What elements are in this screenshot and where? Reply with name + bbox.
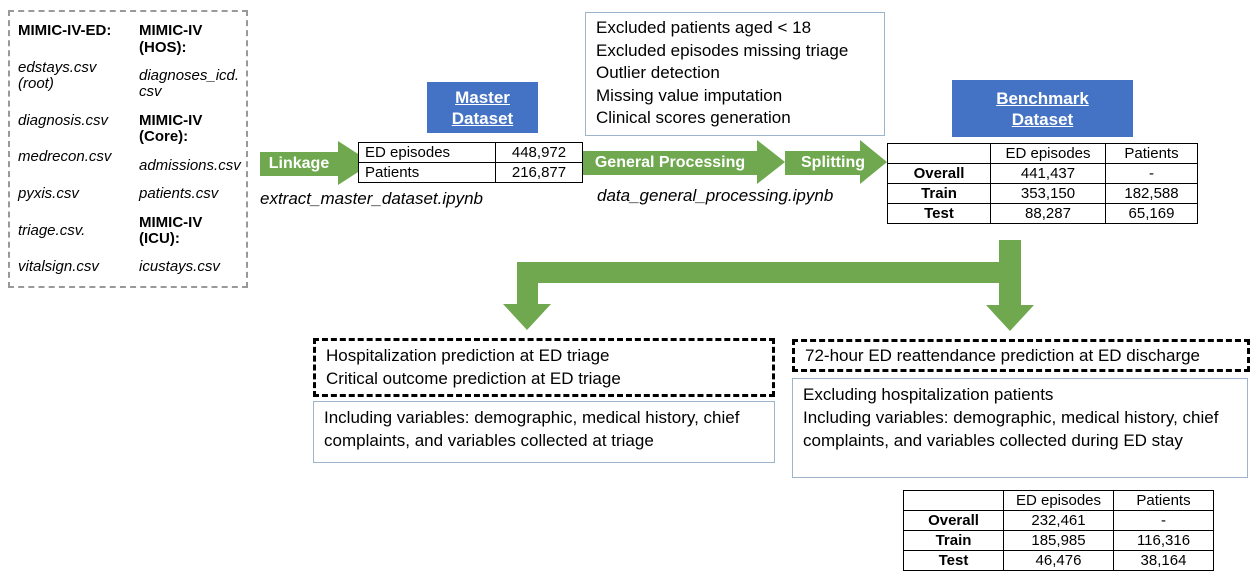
source-files-box: MIMIC-IV-ED: edstays.csv (root) diagnosi… bbox=[8, 10, 248, 288]
processing-step-line: Missing value imputation bbox=[596, 85, 783, 105]
triage-task-line: Hospitalization prediction at ED triage bbox=[326, 346, 610, 365]
file-patients: patients.csv bbox=[139, 185, 219, 203]
benchmark-header-patients: Patients bbox=[1105, 143, 1198, 164]
processing-step-line: Clinical scores generation bbox=[596, 108, 791, 127]
benchmark-header-ed-episodes: ED episodes bbox=[990, 143, 1106, 164]
table-row: ED episodes 448,972 bbox=[358, 142, 583, 163]
benchmark-test-episodes: 88,287 bbox=[990, 203, 1106, 224]
split-arrow-left-stem bbox=[517, 262, 538, 306]
reattendance-row-label-test: Test bbox=[903, 550, 1004, 571]
table-row: Patients 216,877 bbox=[358, 162, 583, 183]
reattendance-test-episodes: 46,476 bbox=[1003, 550, 1114, 571]
source-files-column-hosp: MIMIC-IV (HOS): diagnoses_icd.csv MIMIC-… bbox=[139, 22, 242, 276]
processing-step-line: Outlier detection bbox=[596, 63, 720, 82]
group-label-mimic-iv-core: MIMIC-IV (Core): bbox=[139, 111, 203, 146]
table-row: Overall 441,437 - bbox=[887, 163, 1198, 184]
reattendance-overall-episodes: 232,461 bbox=[1003, 510, 1114, 531]
reattendance-variables-box: Excluding hospitalization patients Inclu… bbox=[792, 378, 1248, 478]
benchmark-train-episodes: 353,150 bbox=[990, 183, 1106, 204]
linkage-arrow: Linkage bbox=[260, 141, 372, 185]
reattendance-header-patients: Patients bbox=[1113, 490, 1214, 511]
processing-steps-box: Excluded patients aged < 18 Excluded epi… bbox=[585, 12, 885, 136]
reattendance-dataset-table: ED episodes Patients Overall 232,461 - T… bbox=[903, 490, 1214, 571]
group-label-mimic-iv-hos: MIMIC-IV (HOS): bbox=[139, 22, 203, 56]
benchmark-row-label-test: Test bbox=[887, 203, 991, 224]
reattendance-row-label-train: Train bbox=[903, 530, 1004, 551]
general-processing-arrow-head-icon bbox=[757, 140, 785, 184]
processing-step-line: Excluded episodes missing triage bbox=[596, 40, 849, 60]
group-label-mimic-iv-icu: MIMIC-IV (ICU): bbox=[139, 213, 203, 248]
linkage-arrow-label: Linkage bbox=[268, 155, 330, 172]
processing-step-line: Excluded patients aged < 18 bbox=[596, 18, 812, 37]
benchmark-dataset-box: Benchmark Dataset bbox=[952, 80, 1133, 137]
benchmark-row-label-train: Train bbox=[887, 183, 991, 204]
file-admissions: admissions.csv bbox=[139, 156, 241, 174]
splitting-arrow-head-icon bbox=[860, 140, 887, 184]
file-vitalsign: vitalsign.csv bbox=[18, 258, 99, 276]
reattendance-variables-line: Including variables: demographic, medica… bbox=[803, 408, 1219, 450]
reattendance-task-box: 72-hour ED reattendance prediction at ED… bbox=[792, 339, 1250, 372]
file-medrecon: medrecon.csv bbox=[18, 148, 112, 166]
master-dataset-title: Master Dataset bbox=[451, 87, 514, 128]
down-arrow-head-left-icon bbox=[503, 304, 551, 330]
master-table-label-patients: Patients bbox=[358, 162, 496, 183]
file-diagnosis: diagnosis.csv bbox=[18, 111, 109, 129]
benchmark-dataset-title: Benchmark Dataset bbox=[996, 88, 1089, 129]
master-table-label-ed-episodes: ED episodes bbox=[358, 142, 496, 163]
master-table-value-patients: 216,877 bbox=[495, 162, 583, 183]
reattendance-header-ed-episodes: ED episodes bbox=[1003, 490, 1114, 511]
processing-script-label: data_general_processing.ipynb bbox=[597, 186, 834, 205]
table-row: Test 88,287 65,169 bbox=[887, 203, 1198, 224]
down-arrow-head-right-icon bbox=[986, 305, 1034, 331]
linkage-arrow-body bbox=[260, 152, 338, 176]
triage-task-box: Hospitalization prediction at ED triage … bbox=[313, 338, 775, 397]
splitting-arrow: Splitting bbox=[785, 140, 887, 184]
table-row: Test 46,476 38,164 bbox=[903, 550, 1214, 571]
extract-script-label: extract_master_dataset.ipynb bbox=[260, 189, 484, 208]
benchmark-dataset-table: ED episodes Patients Overall 441,437 - T… bbox=[887, 143, 1198, 224]
general-processing-arrow: General Processing bbox=[583, 140, 785, 184]
benchmark-overall-patients: - bbox=[1105, 163, 1198, 184]
general-processing-arrow-label: General Processing bbox=[594, 154, 746, 171]
splitting-arrow-body bbox=[785, 151, 860, 175]
master-table-value-ed-episodes: 448,972 bbox=[495, 142, 583, 163]
triage-variables-box: Including variables: demographic, medica… bbox=[313, 401, 775, 463]
table-header-row: ED episodes Patients bbox=[887, 143, 1198, 164]
split-arrow-right-stem bbox=[999, 240, 1021, 306]
reattendance-overall-patients: - bbox=[1113, 510, 1214, 531]
reattendance-variables-line: Excluding hospitalization patients bbox=[803, 385, 1054, 404]
reattendance-train-patients: 116,316 bbox=[1113, 530, 1214, 551]
table-row: Train 353,150 182,588 bbox=[887, 183, 1198, 204]
benchmark-overall-episodes: 441,437 bbox=[990, 163, 1106, 184]
group-label-mimic-iv-ed: MIMIC-IV-ED: bbox=[18, 22, 112, 39]
source-files-column-ed: MIMIC-IV-ED: edstays.csv (root) diagnosi… bbox=[18, 22, 139, 276]
file-triage: triage.csv. bbox=[18, 221, 86, 239]
benchmark-row-label-overall: Overall bbox=[887, 163, 991, 184]
table-row: Train 185,985 116,316 bbox=[903, 530, 1214, 551]
benchmark-train-patients: 182,588 bbox=[1105, 183, 1198, 204]
benchmark-test-patients: 65,169 bbox=[1105, 203, 1198, 224]
triage-task-line: Critical outcome prediction at ED triage bbox=[326, 369, 621, 388]
file-diagnoses-icd: diagnoses_icd.csv bbox=[139, 66, 240, 101]
general-processing-arrow-body bbox=[583, 151, 757, 175]
master-dataset-table: ED episodes 448,972 Patients 216,877 bbox=[358, 142, 583, 183]
reattendance-header-corner bbox=[903, 490, 1004, 511]
reattendance-train-episodes: 185,985 bbox=[1003, 530, 1114, 551]
split-flow-arrow bbox=[503, 240, 1050, 335]
reattendance-test-patients: 38,164 bbox=[1113, 550, 1214, 571]
file-pyxis: pyxis.csv bbox=[18, 185, 79, 203]
master-dataset-box: Master Dataset bbox=[427, 82, 538, 133]
reattendance-row-label-overall: Overall bbox=[903, 510, 1004, 531]
table-header-row: ED episodes Patients bbox=[903, 490, 1214, 511]
split-arrow-horizontal-bar bbox=[517, 262, 1001, 283]
splitting-arrow-label: Splitting bbox=[801, 154, 865, 171]
table-row: Overall 232,461 - bbox=[903, 510, 1214, 531]
file-edstays: edstays.csv (root) bbox=[18, 58, 97, 93]
file-icustays: icustays.csv bbox=[139, 258, 220, 276]
benchmark-header-corner bbox=[887, 143, 991, 164]
